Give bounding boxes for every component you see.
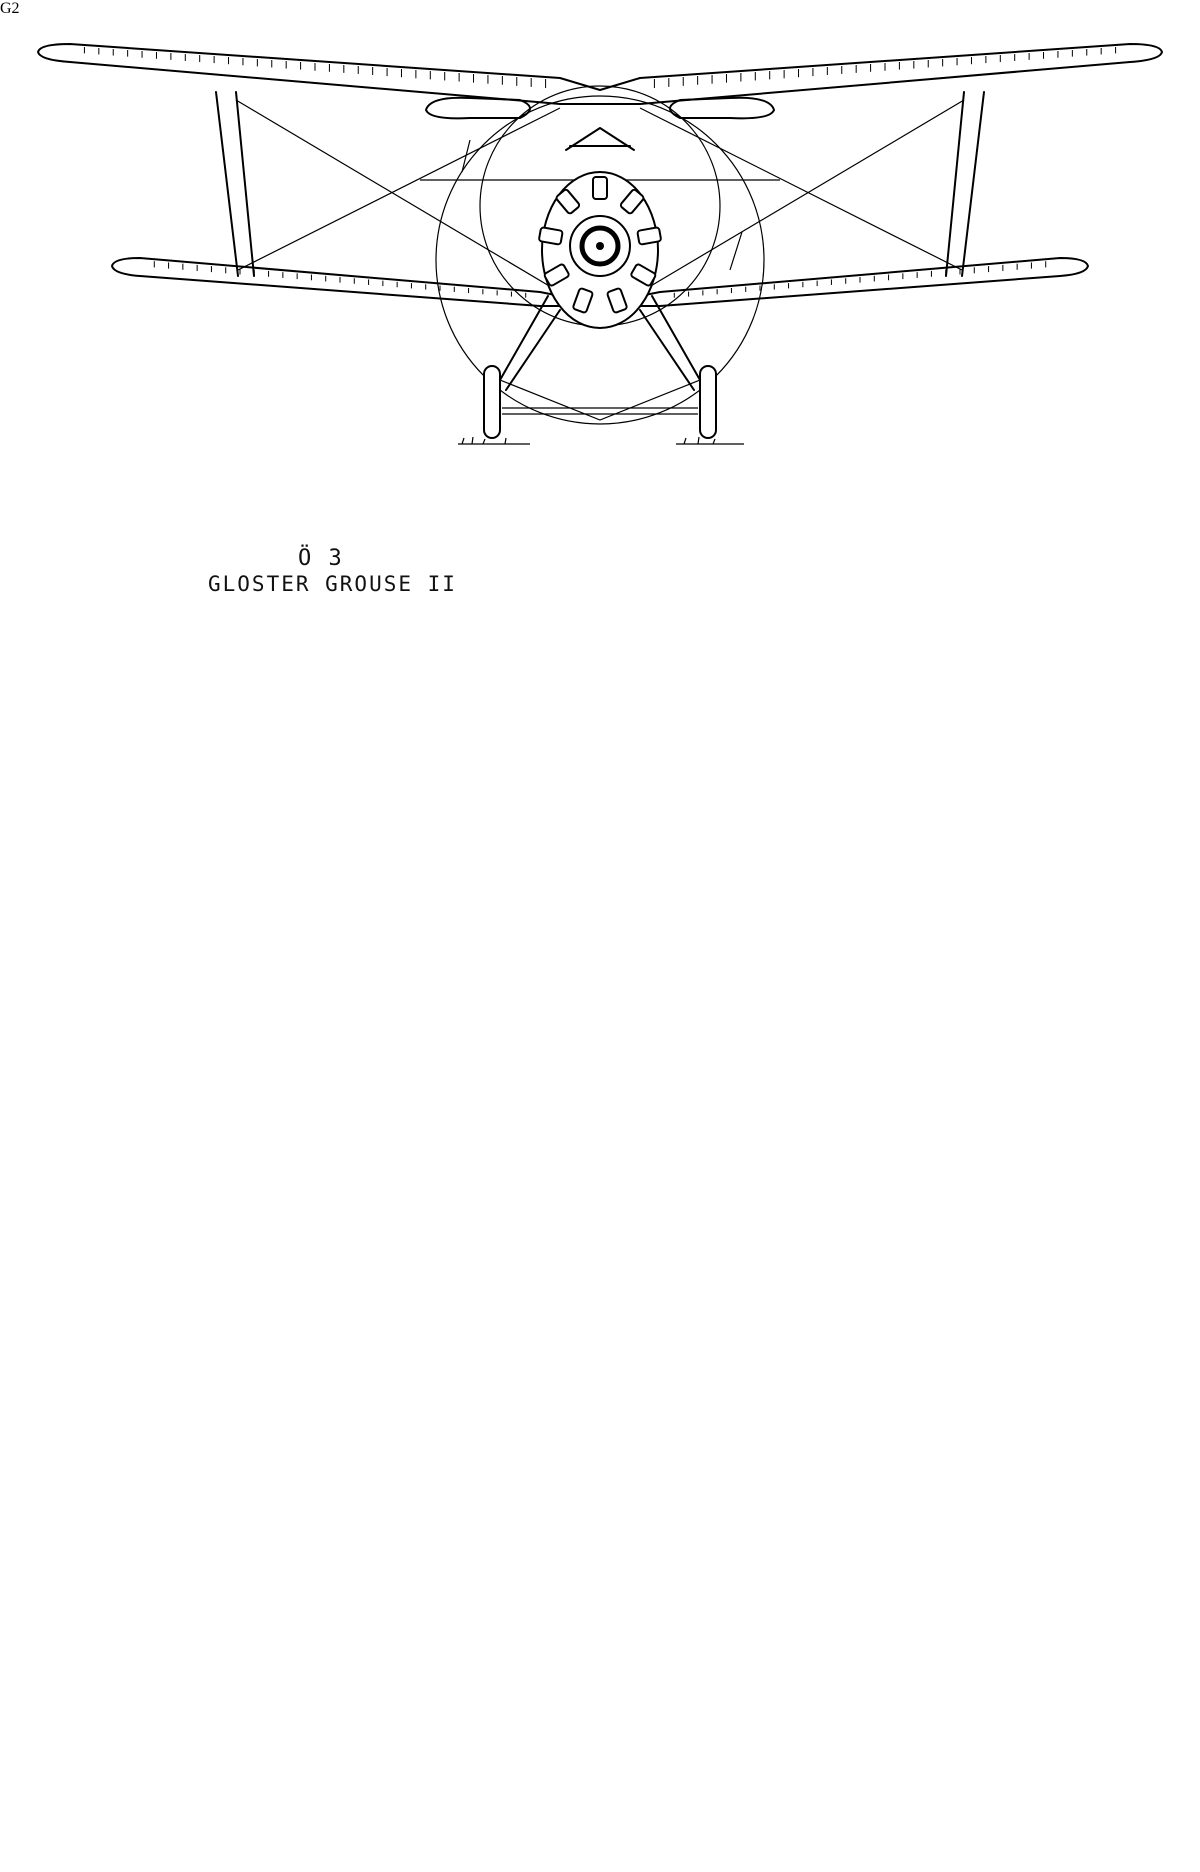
aircraft-model-name: GLOSTER GROUSE II [208, 572, 457, 596]
radial-engine [538, 127, 662, 329]
side-markings: G2 [0, 0, 20, 17]
front-upper-wing [37, 43, 1163, 120]
front-undercarriage [458, 295, 744, 445]
aircraft-designation: Ö 3 [298, 546, 344, 571]
propeller-arc [435, 95, 765, 425]
side-code: G2 [0, 0, 20, 17]
front-view [37, 43, 1163, 445]
side-view: G2 [0, 0, 20, 17]
